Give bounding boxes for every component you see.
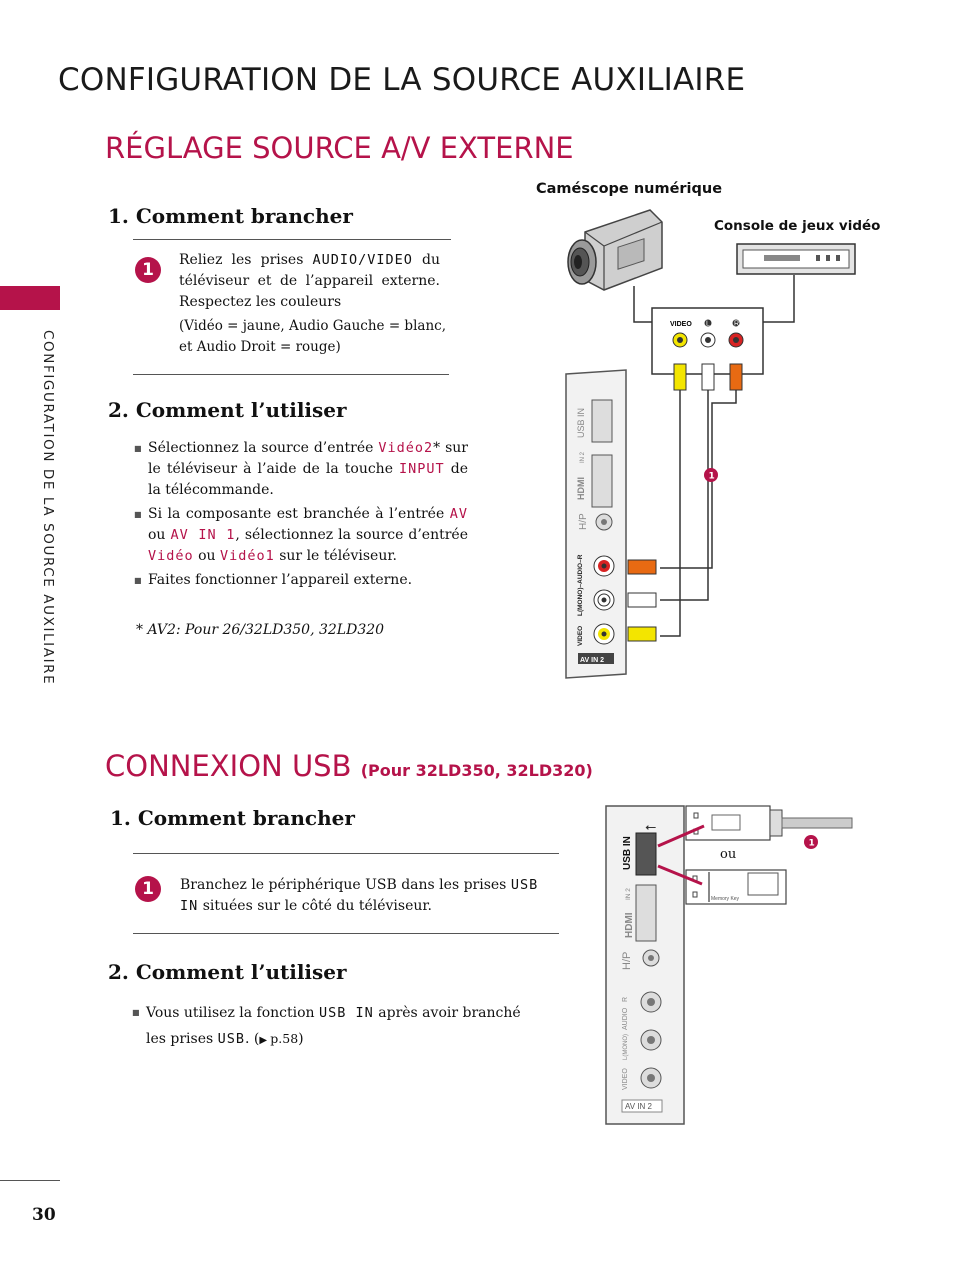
page-number: 30 (32, 1205, 56, 1225)
av-heading: RÉGLAGE SOURCE A/V EXTERNE (105, 131, 574, 165)
divider (133, 853, 559, 854)
camcorder-icon (567, 209, 663, 291)
divider (133, 239, 451, 240)
divider (133, 933, 559, 934)
svg-text:L: L (706, 321, 710, 328)
list-item: Faites fonctionner l’appareil externe. (134, 570, 468, 591)
divider (133, 374, 449, 375)
camcorder-label: Caméscope numérique (536, 181, 723, 197)
usb-use-list: Vous utilisez la fonction USB IN après a… (132, 1000, 532, 1057)
svg-text:H/P: H/P (578, 513, 589, 530)
svg-text:USB IN: USB IN (576, 408, 586, 438)
or-label: ou (720, 847, 737, 862)
svg-text:R: R (622, 997, 629, 1002)
svg-text:HDMI: HDMI (576, 477, 586, 500)
svg-text:AV IN 2: AV IN 2 (580, 657, 604, 664)
page-title: CONFIGURATION DE LA SOURCE AUXILIAIRE (58, 62, 746, 98)
svg-text:IN 2: IN 2 (580, 451, 586, 463)
av-use-list: Sélectionnez la source d’entrée Vidéo2* … (134, 438, 468, 594)
usb-icon: ⭠ (645, 819, 656, 835)
usb-heading-models: (Pour 32LD350, 32LD320) (360, 761, 593, 780)
av-connect-heading: 1. Comment brancher (108, 204, 353, 228)
svg-text:1: 1 (709, 472, 715, 482)
footer-divider (0, 1180, 60, 1181)
svg-text:IN 2: IN 2 (625, 888, 632, 900)
av-use-heading: 2. Comment l’utiliser (108, 398, 347, 422)
svg-text:1: 1 (809, 839, 815, 849)
svg-text:L(MONO): L(MONO) (623, 1034, 629, 1060)
section-tab-marker (0, 286, 60, 310)
game-console-icon (736, 243, 856, 275)
console-label: Console de jeux vidéo (714, 218, 881, 234)
svg-text:HDMI: HDMI (624, 912, 635, 938)
usb-connection-diagram: USB IN ⭠ HDMI IN 2 H/P AUDIO R L(MONO) V… (605, 805, 853, 1125)
svg-text:VIDEO: VIDEO (670, 321, 692, 328)
footnote: * AV2: Pour 26/32LD350, 32LD320 (136, 622, 385, 638)
step-badge: 1 (135, 257, 161, 283)
usb-heading: CONNEXION USB (Pour 32LD350, 32LD320) (105, 749, 593, 783)
usb-use-heading: 2. Comment l’utiliser (108, 960, 347, 984)
av-color-note: (Vidéo = jaune, Audio Gauche = blanc, et… (179, 318, 446, 355)
svg-text:VIDEO: VIDEO (577, 626, 584, 646)
list-item: Sélectionnez la source d’entrée Vidéo2* … (134, 438, 468, 501)
svg-text:R: R (734, 321, 739, 328)
side-label: CONFIGURATION DE LA SOURCE AUXILIAIRE (40, 330, 56, 686)
usb-connect-text: Branchez le périphérique USB dans les pr… (180, 877, 539, 914)
list-item: Si la composante est branchée à l’entrée… (134, 504, 468, 567)
svg-text:USB IN: USB IN (622, 836, 633, 870)
step-badge: 1 (135, 876, 161, 902)
svg-text:VIDEO: VIDEO (622, 1068, 629, 1090)
svg-text:H/P: H/P (621, 952, 633, 970)
list-item: Vous utilisez la fonction USB IN après a… (132, 1000, 532, 1054)
page-reference-link[interactable]: p.58 (270, 1031, 299, 1046)
usb-connect-heading: 1. Comment brancher (110, 806, 355, 830)
svg-text:L(MONO)–AUDIO–R: L(MONO)–AUDIO–R (577, 554, 584, 616)
av-connect-text: Reliez les prises AUDIO/VIDEO du télévis… (179, 252, 440, 310)
svg-text:AV IN 2: AV IN 2 (625, 1102, 653, 1111)
svg-text:AUDIO: AUDIO (622, 1007, 629, 1030)
av-connection-diagram: VIDEO L R 1 USB IN HDMI IN 2 H/P L(MONO)… (565, 209, 856, 679)
svg-text:Memory Key: Memory Key (711, 896, 740, 902)
